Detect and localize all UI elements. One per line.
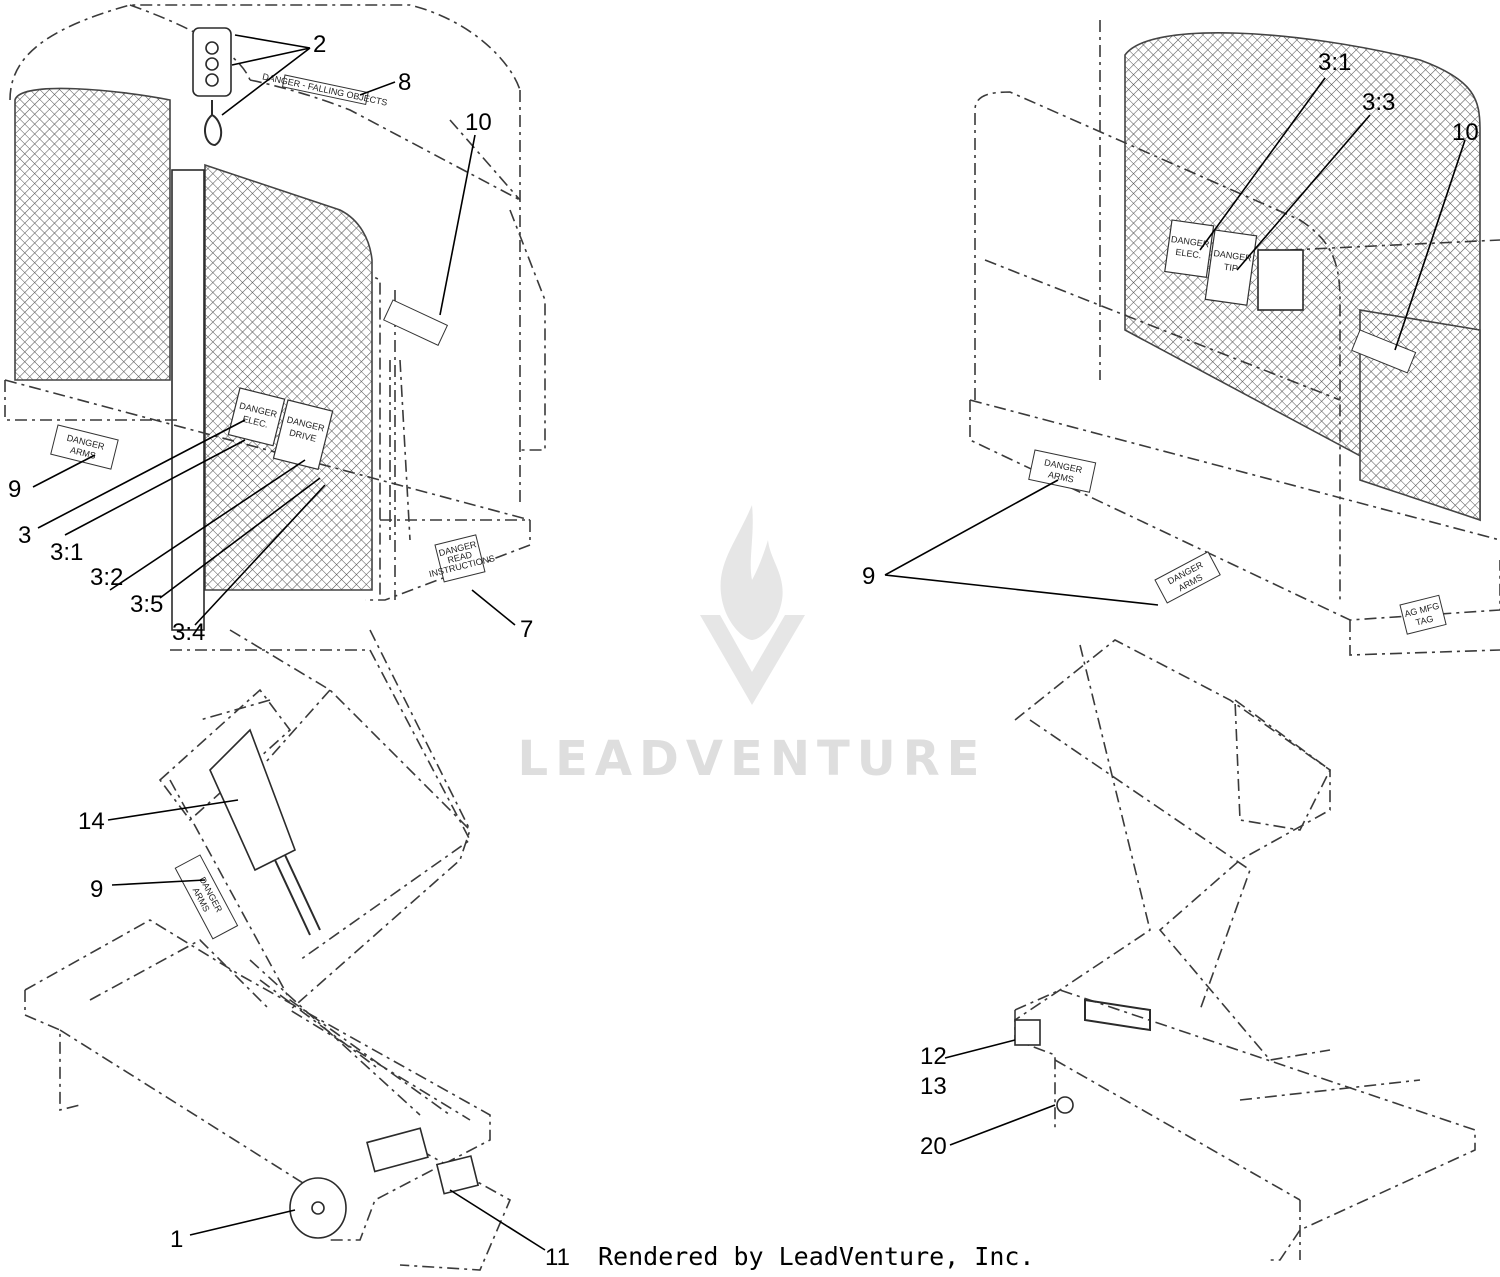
decal-danger-arms-arm: DANGER ARMS	[174, 854, 239, 940]
decal-danger-drive: DANGER DRIVE	[272, 399, 334, 471]
callout-11: 11	[545, 1244, 570, 1271]
callout-9-arm: 9	[90, 876, 103, 903]
decal-danger-10-left	[383, 299, 449, 346]
callout-14: 14	[78, 808, 105, 835]
callout-20: 20	[920, 1133, 947, 1160]
callout-10-right: 10	[1452, 119, 1479, 146]
decal-danger-elec-right: DANGER ELEC.	[1164, 219, 1215, 279]
cage-post	[171, 169, 205, 631]
svg-text:ELEC.: ELEC.	[1175, 247, 1202, 261]
callout-3-3: 3:3	[1362, 89, 1395, 116]
hydraulic-cylinder	[209, 728, 297, 872]
battery-box	[366, 1127, 429, 1173]
right-assembly: DANGER ELEC. DANGER TIP DANGER ARMS AG M…	[969, 20, 1500, 1261]
pendant-mount	[1257, 249, 1304, 311]
decal-danger-arms-left: DANGER ARMS	[50, 424, 119, 470]
decal-11	[435, 1155, 480, 1195]
callout-8: 8	[398, 69, 411, 96]
callout-3-2: 3:2	[90, 564, 123, 591]
decal-danger-arms-platform: DANGER ARMS	[1028, 449, 1097, 493]
decal-danger-elec-left: DANGER ELEC.	[227, 387, 286, 447]
leader-lines	[32, 34, 1466, 1251]
callout-3-1-left: 3:1	[50, 539, 83, 566]
svg-text:DANGER - FALLING OBJECTS: DANGER - FALLING OBJECTS	[261, 71, 388, 107]
callout-9-left: 9	[8, 476, 21, 503]
svg-text:TAG: TAG	[1415, 614, 1435, 628]
switch-box	[1014, 1019, 1041, 1046]
flame-logo-icon	[700, 505, 805, 705]
decal-danger-10-right	[1351, 329, 1417, 374]
callout-3-5: 3:5	[130, 591, 163, 618]
callout-labels: 2 8 10 9 3 3:1 3:2 3:5 3:4 7 14 9 1 11 3…	[8, 31, 1479, 1271]
decal-danger-read-instructions: DANGER READ INSTRUCTIONS	[428, 534, 496, 583]
callout-3: 3	[18, 522, 31, 549]
callout-9-right: 9	[862, 563, 875, 590]
svg-text:TIP: TIP	[1223, 262, 1238, 274]
cage-mesh-left	[14, 87, 171, 381]
callout-2: 2	[313, 31, 326, 58]
callout-3-1-right: 3:1	[1318, 49, 1351, 76]
callout-13: 13	[920, 1073, 947, 1100]
cage-mesh-right	[204, 163, 373, 591]
callout-12: 12	[920, 1043, 947, 1070]
rendered-by-footer: Rendered by LeadVenture, Inc.	[598, 1242, 1035, 1271]
callout-1: 1	[170, 1226, 183, 1253]
callout-7: 7	[520, 616, 533, 643]
leadventure-watermark: LEADVENTURE	[518, 505, 987, 787]
callout-3-4: 3:4	[172, 619, 205, 646]
watermark-text: LEADVENTURE	[518, 731, 987, 787]
callout-10-left: 10	[465, 109, 492, 136]
left-assembly: DANGER - FALLING OBJECTS DANGER ARMS DAN…	[4, 4, 546, 1271]
decal-danger-falling-objects: DANGER - FALLING OBJECTS	[261, 71, 388, 107]
decal-danger-tip: DANGER TIP	[1204, 229, 1258, 306]
decal-danger-arms-scissor: DANGER ARMS	[1154, 551, 1221, 604]
decal-ag-mfg-tag: AG MFG TAG	[1399, 594, 1447, 635]
plug	[1056, 1096, 1074, 1114]
